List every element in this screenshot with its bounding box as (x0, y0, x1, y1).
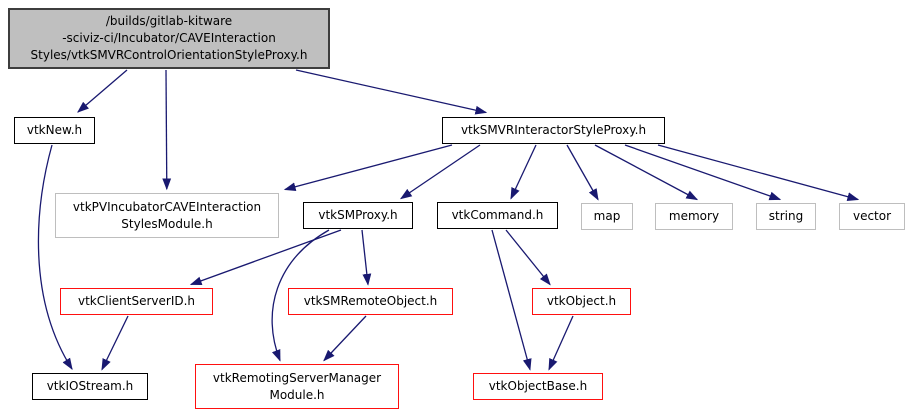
edge-smproxy-to-smremoteobject (361, 229, 372, 286)
edge-styleproxy-to-command (510, 144, 537, 200)
node-vtksmremoteobject[interactable]: vtkSMRemoteObject.h (288, 288, 453, 315)
node-memory: memory (655, 203, 733, 230)
node-vtknew[interactable]: vtkNew.h (14, 117, 95, 144)
edge-styleproxy-to-vector (657, 144, 860, 201)
edge-styleproxy-to-map (566, 144, 599, 201)
edge-command-to-object (505, 229, 551, 286)
edge-styleproxy-to-module (283, 144, 453, 192)
node-string: string (756, 203, 816, 230)
node-vtksmvrinteractorstyleproxy[interactable]: vtkSMVRInteractorStyleProxy.h (442, 117, 665, 144)
node-vtkclientserverid[interactable]: vtkClientServerID.h (60, 288, 213, 315)
edge-smproxy-to-clientserverid (189, 229, 342, 286)
edge-clientserverid-to-iostream (101, 315, 129, 371)
edge-smremoteobject-to-remotingmodule (323, 315, 367, 362)
node-vtkcommand[interactable]: vtkCommand.h (437, 202, 558, 229)
node-vtkpvincubatorcaveinteractionstylesmodule: vtkPVIncubatorCAVEInteraction StylesModu… (55, 193, 279, 238)
node-vector: vector (839, 203, 905, 230)
node-vtkiostream[interactable]: vtkIOStream.h (32, 373, 148, 400)
node-main-file: /builds/gitlab-kitware -sciviz-ci/Incuba… (8, 8, 330, 69)
edge-main-to-styleproxy (295, 69, 488, 115)
edge-styleproxy-to-memory (594, 144, 699, 201)
node-vtkobject[interactable]: vtkObject.h (532, 288, 631, 315)
edge-styleproxy-to-smproxy (399, 144, 481, 200)
node-vtkremotingservermanagermodule[interactable]: vtkRemotingServerManager Module.h (195, 364, 399, 409)
node-vtkobjectbase[interactable]: vtkObjectBase.h (473, 373, 603, 400)
edge-main-to-vtknew (77, 69, 128, 113)
edge-object-to-objectbase (548, 315, 574, 371)
edge-main-to-module (162, 69, 172, 191)
edge-styleproxy-to-string (624, 144, 782, 201)
node-vtksmproxy[interactable]: vtkSMProxy.h (303, 202, 413, 229)
edge-vtknew-to-iostream (37, 144, 73, 371)
node-map: map (581, 203, 633, 230)
edge-command-to-objectbase (491, 229, 532, 371)
